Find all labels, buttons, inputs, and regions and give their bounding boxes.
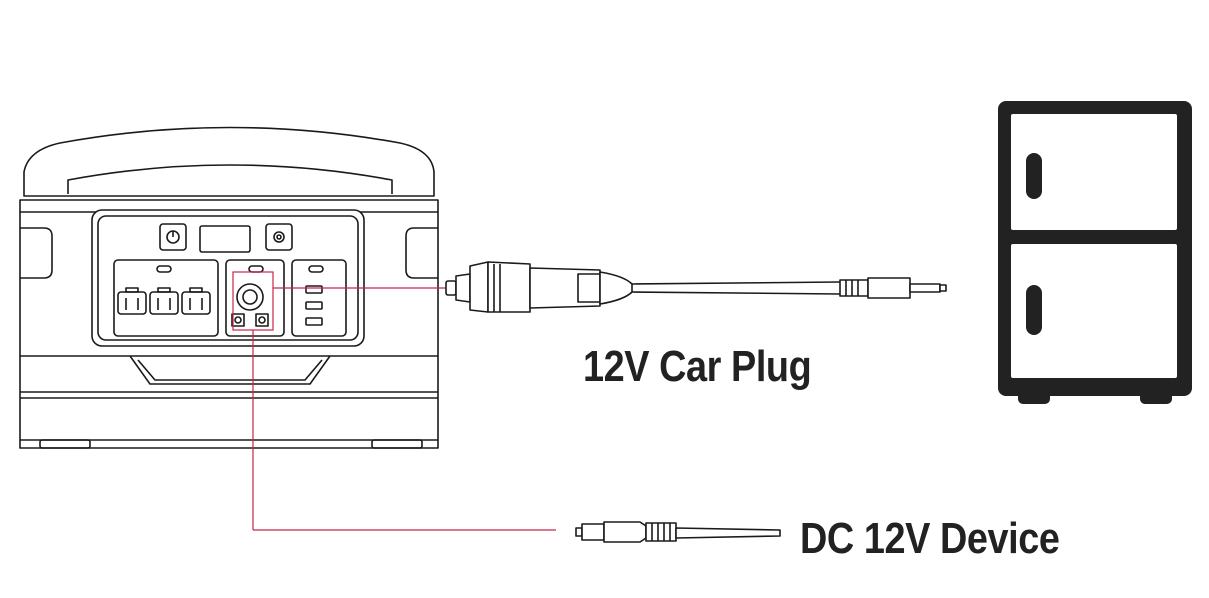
car-plug-label: 12V Car Plug	[583, 342, 812, 391]
power-station-icon	[19, 126, 439, 449]
refrigerator-icon	[998, 101, 1192, 404]
connector-guide-lines	[232, 271, 556, 531]
car-plug-cable-icon	[445, 261, 947, 313]
dc-device-label: DC 12V Device	[800, 514, 1060, 563]
dc-barrel-plug-icon	[575, 521, 781, 543]
